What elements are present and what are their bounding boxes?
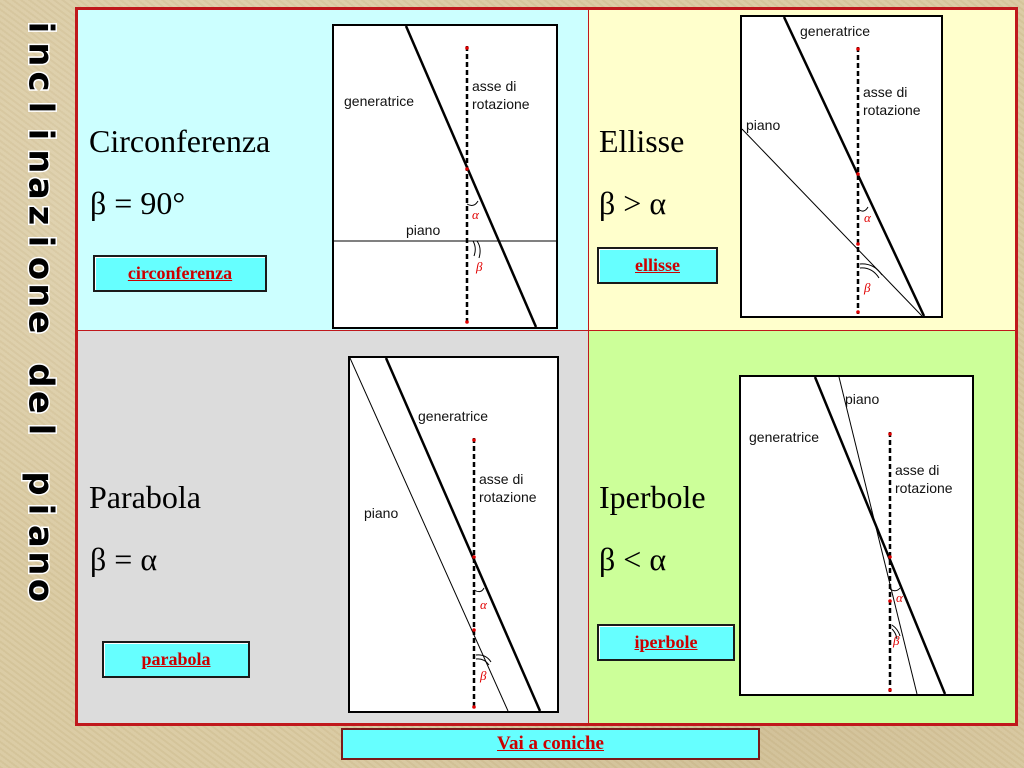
- alpha-symbol: α: [896, 590, 904, 605]
- beta-symbol: β: [475, 259, 483, 274]
- circonferenza-button[interactable]: circonferenza: [93, 255, 267, 292]
- beta-symbol: β: [863, 280, 871, 295]
- piano-label: piano: [406, 222, 440, 238]
- circonferenza-title: Circonferenza: [89, 123, 271, 159]
- vai-a-coniche-button[interactable]: Vai a coniche: [341, 728, 760, 760]
- ellisse-button[interactable]: ellisse: [597, 247, 718, 284]
- axis-label-line2: rotazione: [895, 480, 953, 496]
- alpha-symbol: α: [472, 207, 480, 222]
- axis-label-line2: rotazione: [479, 489, 537, 505]
- alpha-symbol: α: [480, 597, 488, 612]
- parabola-panel: Parabola β = α parabola generatrice asse…: [78, 331, 588, 723]
- ellisse-title: Ellisse: [599, 123, 685, 159]
- ellisse-panel: Ellisse β > α ellisse generatrice asse d…: [589, 10, 1015, 330]
- axis-label-line2: rotazione: [472, 96, 530, 112]
- generatrice-label: generatrice: [344, 93, 414, 109]
- generatrice-label: generatrice: [418, 408, 488, 424]
- piano-label: piano: [746, 117, 780, 133]
- beta-symbol: β: [479, 668, 487, 683]
- iperbole-diagram: piano generatrice asse di rotazione α β: [739, 375, 974, 696]
- iperbole-title: Iperbole: [599, 479, 706, 515]
- conic-sections-grid: Circonferenza β = 90° circonferenza gene…: [75, 7, 1018, 726]
- beta-symbol: β: [892, 633, 900, 648]
- ellisse-relation: β > α: [599, 185, 667, 221]
- generatrix-line: [384, 358, 542, 711]
- iperbole-button[interactable]: iperbole: [597, 624, 735, 661]
- circonferenza-relation: β = 90°: [90, 185, 186, 221]
- axis-label-line1: asse di: [479, 471, 523, 487]
- circonferenza-panel: Circonferenza β = 90° circonferenza gene…: [78, 10, 588, 330]
- parabola-relation: β = α: [90, 541, 158, 577]
- plane-line: [350, 358, 509, 711]
- axis-label-line1: asse di: [863, 84, 907, 100]
- parabola-title: Parabola: [89, 479, 201, 515]
- generatrix-line: [813, 377, 947, 694]
- parabola-button[interactable]: parabola: [102, 641, 250, 678]
- parabola-diagram: generatrice asse di rotazione piano α β: [348, 356, 559, 713]
- axis-label-line1: asse di: [472, 78, 516, 94]
- generatrice-label: generatrice: [749, 429, 819, 445]
- generatrix-line: [782, 17, 926, 316]
- alpha-symbol: α: [864, 210, 872, 225]
- circonferenza-diagram: generatrice asse di rotazione piano α β: [332, 24, 558, 329]
- generatrix-line: [404, 26, 538, 327]
- axis-label-line2: rotazione: [863, 102, 921, 118]
- axis-label-line1: asse di: [895, 462, 939, 478]
- iperbole-relation: β < α: [599, 541, 667, 577]
- iperbole-panel: Iperbole β < α iperbole piano generatric…: [589, 331, 1015, 723]
- plane-line: [742, 128, 923, 316]
- generatrice-label: generatrice: [800, 23, 870, 39]
- piano-label: piano: [364, 505, 398, 521]
- piano-label: piano: [845, 391, 879, 407]
- ellisse-diagram: generatrice asse di rotazione piano α β: [740, 15, 943, 318]
- plane-line: [838, 377, 918, 694]
- side-title-letter: o: [19, 577, 62, 603]
